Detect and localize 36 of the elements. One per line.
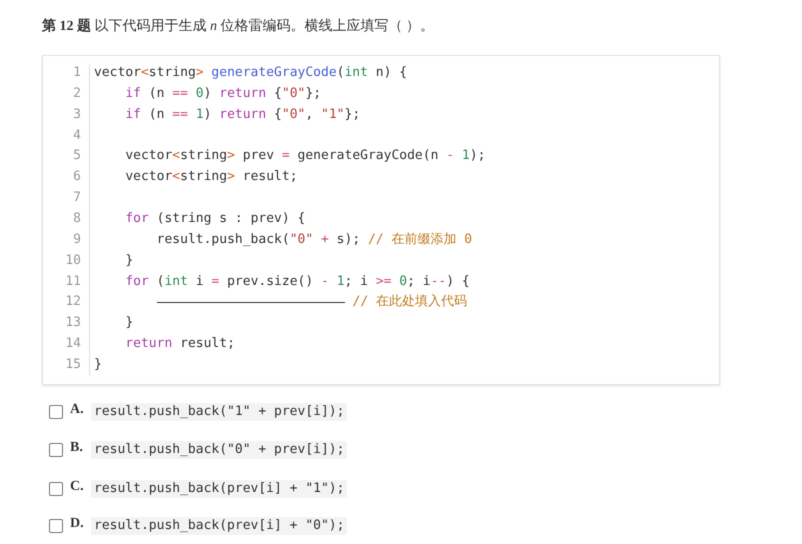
question-text: 第 12 题 以下代码用于生成 n 位格雷编码。横线上应填写（ ）。 xyxy=(42,17,434,35)
code-line: return result; xyxy=(125,335,235,354)
line-number: 15 xyxy=(64,356,81,374)
code-line: result.push_back("0" + s); // 在前缀添加 0 xyxy=(156,230,472,249)
line-number: 10 xyxy=(64,252,81,270)
code-line: } xyxy=(94,356,102,374)
option-code: result.push_back(prev[i] + "1"); xyxy=(91,480,348,498)
line-number: 8 xyxy=(72,210,81,228)
option-letter: B. xyxy=(70,440,83,456)
code-line: for (string s : prev) { xyxy=(125,210,306,228)
code-line: if (n == 0) return {"0"}; xyxy=(125,84,322,103)
line-number: 7 xyxy=(72,189,81,208)
code-line: } xyxy=(125,314,134,332)
code-line: if (n == 1) return {"0", "1"}; xyxy=(125,106,360,124)
line-number: 14 xyxy=(64,335,81,354)
line-number: 3 xyxy=(72,106,81,124)
code-line: } xyxy=(125,252,134,270)
option-letter: A. xyxy=(70,402,84,418)
option-letter: D. xyxy=(70,516,84,532)
option-letter: C. xyxy=(70,479,84,495)
code-line: for (int i = prev.size() - 1; i >= 0; i--) { xyxy=(125,272,470,290)
line-number: 1 xyxy=(72,64,81,82)
option-code: result.push_back("0" + prev[i]); xyxy=(91,441,348,459)
code-line: vector<string> generateGrayCode(int n) { xyxy=(94,64,408,82)
line-number: 5 xyxy=(72,147,81,166)
code-line: // 在此处填入代码 xyxy=(352,293,468,312)
option-code: result.push_back("1" + prev[i]); xyxy=(91,403,348,421)
line-number: 13 xyxy=(64,314,81,332)
code-panel xyxy=(42,55,720,385)
line-number: 4 xyxy=(72,126,81,145)
line-number: 6 xyxy=(72,168,81,186)
line-number: 2 xyxy=(72,84,81,103)
line-number: 11 xyxy=(64,272,81,290)
line-number: 9 xyxy=(72,230,81,249)
line-number: 12 xyxy=(64,293,81,312)
option-code: result.push_back(prev[i] + "0"); xyxy=(91,517,348,535)
